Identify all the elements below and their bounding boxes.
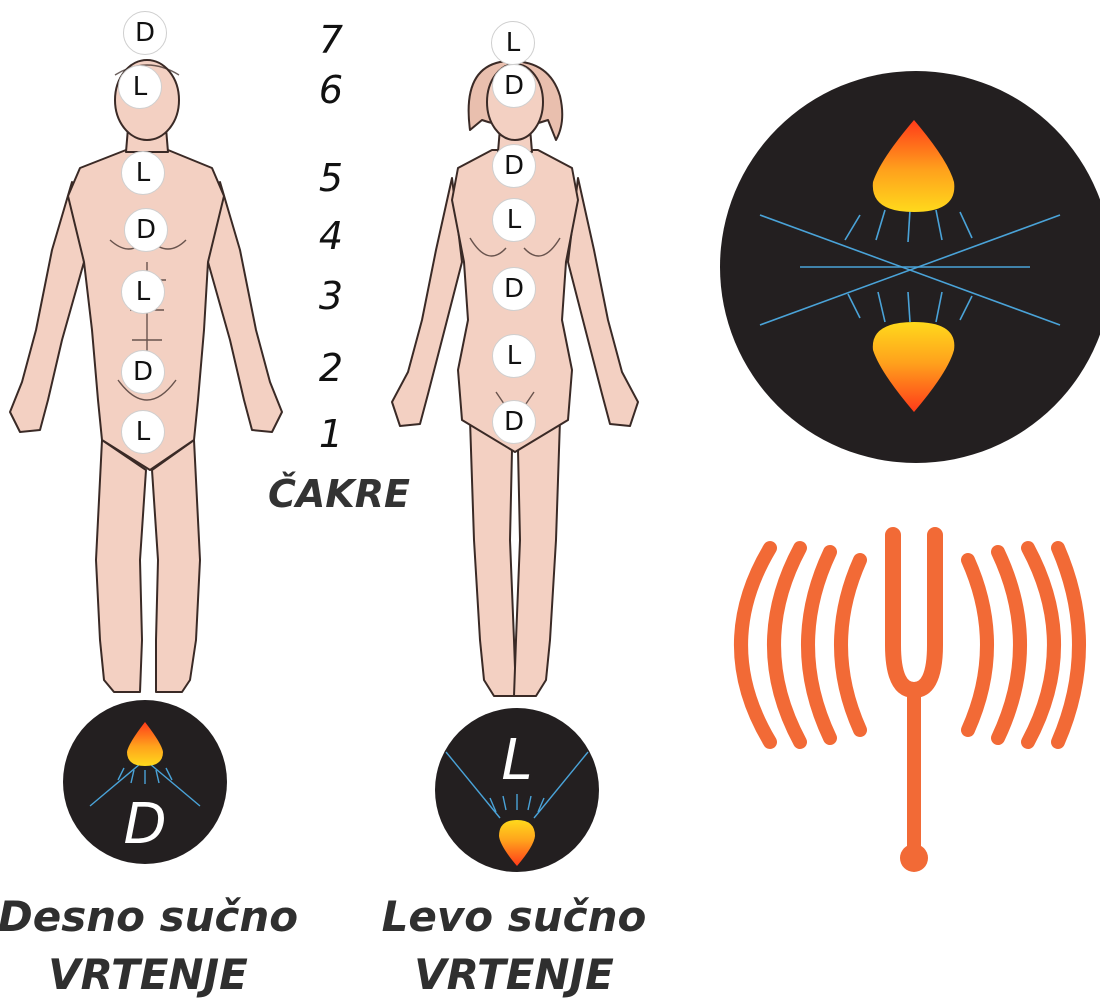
female-chakra-7-marker: L (491, 21, 535, 65)
female-chakra-1-marker: D (492, 400, 536, 444)
male-chakra-2-marker: D (121, 350, 165, 394)
female-chakra-5-marker: D (492, 144, 536, 188)
chakra-heading: ČAKRE (268, 472, 410, 516)
chakra-number-2: 2 (311, 346, 351, 390)
male-chakra-3-marker: L (121, 270, 165, 314)
male-chakra-5-marker: L (121, 151, 165, 195)
right-spin-caption: Desno sučno VRTENJE (0, 888, 308, 1004)
female-chakra-2-marker: L (492, 334, 536, 378)
chakra-number-6: 6 (311, 68, 351, 112)
chakra-spin-diagram-icon (720, 71, 1100, 463)
left-spin-caption-line2: VRTENJE (354, 946, 674, 1004)
chakra-number-4: 4 (311, 214, 351, 258)
male-chakra-1-marker: L (121, 410, 165, 454)
chakra-number-5: 5 (311, 156, 351, 200)
female-chakra-4-marker: L (492, 198, 536, 242)
male-chakra-6-marker: L (118, 65, 162, 109)
male-chakra-7-marker: D (123, 11, 167, 55)
tuning-fork-icon (741, 535, 1079, 872)
left-spin-letter: L (487, 728, 547, 793)
left-spin-caption: Levo sučno VRTENJE (354, 888, 674, 1004)
chakra-number-1: 1 (311, 412, 351, 456)
chakra-number-7: 7 (311, 18, 351, 62)
female-chakra-3-marker: D (492, 267, 536, 311)
right-spin-caption-line1: Desno sučno (0, 888, 308, 946)
right-spin-caption-line2: VRTENJE (0, 946, 308, 1004)
chakra-number-3: 3 (311, 274, 351, 318)
left-spin-caption-line1: Levo sučno (354, 888, 674, 946)
male-chakra-4-marker: D (124, 208, 168, 252)
right-spin-letter: D (115, 792, 175, 857)
female-chakra-6-marker: D (492, 64, 536, 108)
